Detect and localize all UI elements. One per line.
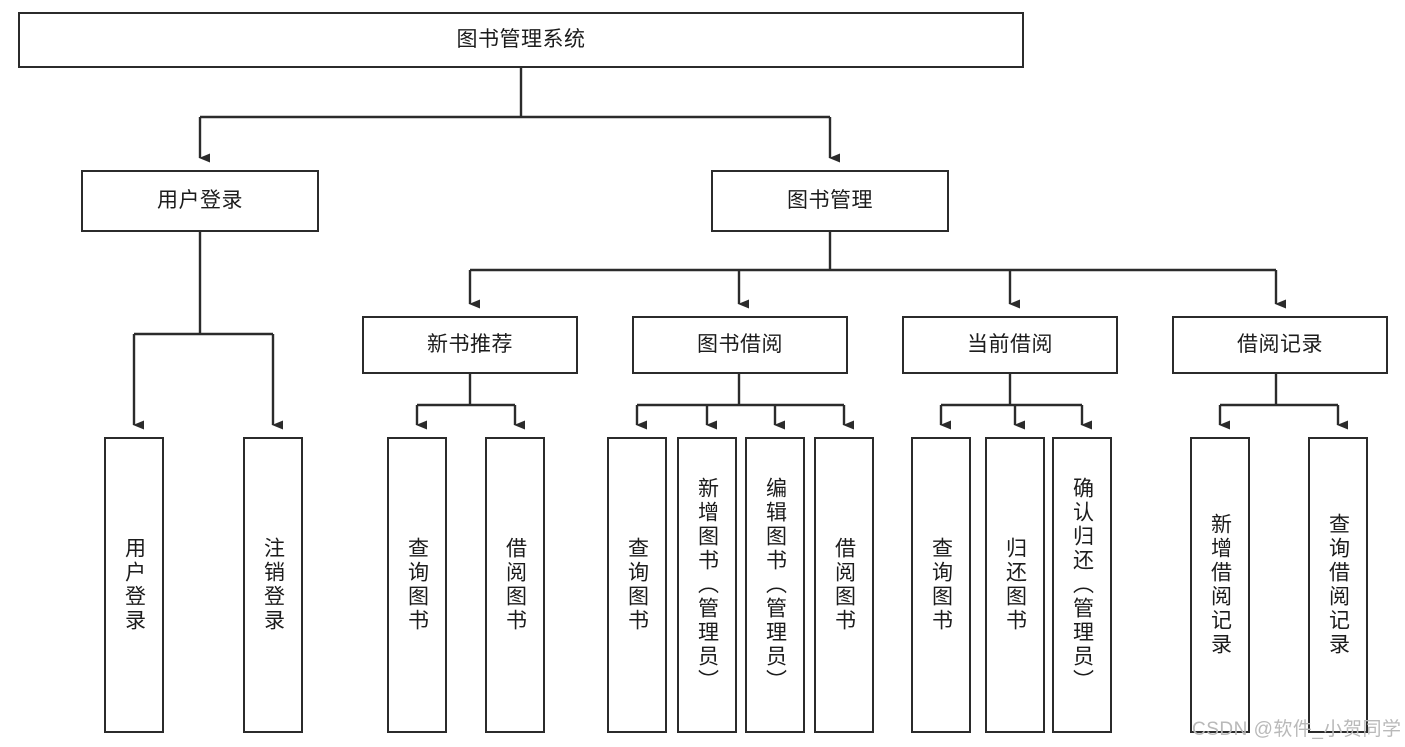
node-label: 新增借阅记录 xyxy=(1208,513,1232,657)
leaf-user-login[interactable]: 用户登录 xyxy=(104,437,164,733)
leaf-query-book-3[interactable]: 查询图书 xyxy=(911,437,971,733)
leaf-query-book-2[interactable]: 查询图书 xyxy=(607,437,667,733)
node-label: 借阅图书 xyxy=(832,537,856,633)
leaf-logout[interactable]: 注销登录 xyxy=(243,437,303,733)
node-new-book-recommend[interactable]: 新书推荐 xyxy=(362,316,578,374)
node-book-borrow[interactable]: 图书借阅 xyxy=(632,316,848,374)
node-root[interactable]: 图书管理系统 xyxy=(18,12,1024,68)
node-label: 确认归还（管理员） xyxy=(1070,477,1094,693)
node-label: 查询借阅记录 xyxy=(1326,513,1350,657)
leaf-query-book-1[interactable]: 查询图书 xyxy=(387,437,447,733)
node-label: 借阅图书 xyxy=(503,537,527,633)
node-current-borrow[interactable]: 当前借阅 xyxy=(902,316,1118,374)
leaf-borrow-book-2[interactable]: 借阅图书 xyxy=(814,437,874,733)
node-user-login[interactable]: 用户登录 xyxy=(81,170,319,232)
node-label: 编辑图书（管理员） xyxy=(763,477,787,693)
leaf-borrow-book-1[interactable]: 借阅图书 xyxy=(485,437,545,733)
node-label: 借阅记录 xyxy=(1237,332,1323,356)
node-label: 注销登录 xyxy=(261,537,285,633)
leaf-edit-book[interactable]: 编辑图书（管理员） xyxy=(745,437,805,733)
node-borrow-record[interactable]: 借阅记录 xyxy=(1172,316,1388,374)
node-label: 查询图书 xyxy=(625,537,649,633)
node-label: 查询图书 xyxy=(929,537,953,633)
node-label: 用户登录 xyxy=(157,188,243,212)
leaf-confirm-return[interactable]: 确认归还（管理员） xyxy=(1052,437,1112,733)
leaf-query-record[interactable]: 查询借阅记录 xyxy=(1308,437,1368,733)
leaf-add-record[interactable]: 新增借阅记录 xyxy=(1190,437,1250,733)
node-label: 新增图书（管理员） xyxy=(695,477,719,693)
leaf-return-book[interactable]: 归还图书 xyxy=(985,437,1045,733)
leaf-add-book[interactable]: 新增图书（管理员） xyxy=(677,437,737,733)
node-label: 归还图书 xyxy=(1003,537,1027,633)
node-label: 图书管理系统 xyxy=(456,27,586,51)
node-label: 新书推荐 xyxy=(427,332,513,356)
node-book-manage[interactable]: 图书管理 xyxy=(711,170,949,232)
node-label: 图书借阅 xyxy=(697,332,783,356)
node-label: 查询图书 xyxy=(405,537,429,633)
node-label: 用户登录 xyxy=(122,537,146,633)
node-label: 当前借阅 xyxy=(967,332,1053,356)
node-label: 图书管理 xyxy=(787,188,873,212)
